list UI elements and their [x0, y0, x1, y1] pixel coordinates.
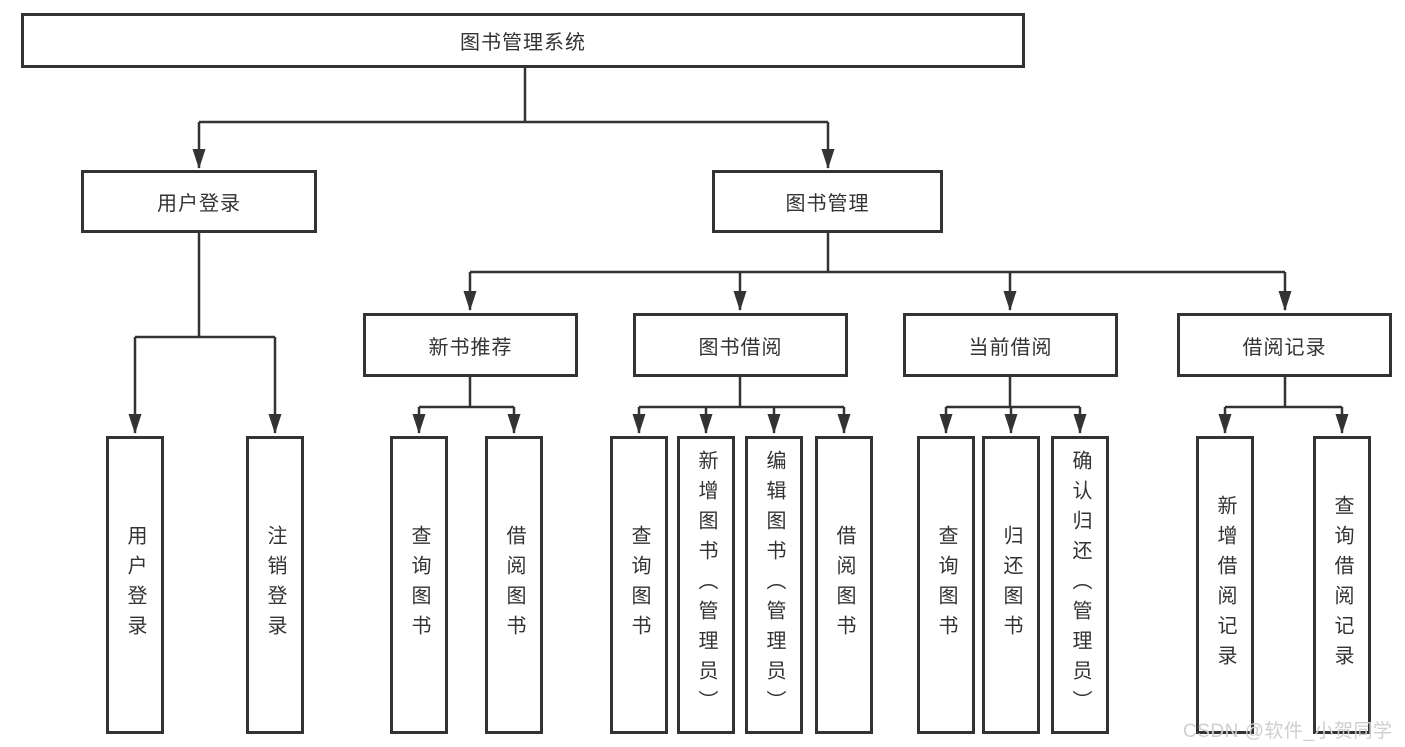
node-label: 查询图书: [408, 525, 430, 645]
node-library-management-system: 图书管理系统: [21, 13, 1025, 68]
node-label: 借阅图书: [503, 525, 525, 645]
node-label: 新增图书（管理员）: [695, 450, 717, 720]
connector-newbook-to-children: [412, 377, 521, 434]
node-user-login-leaf: 用户登录: [106, 436, 164, 734]
node-borrow-books-borrowing: 借阅图书: [815, 436, 873, 734]
node-label: 归还图书: [1000, 525, 1022, 645]
node-logout: 注销登录: [246, 436, 304, 734]
node-label: 新书推荐: [428, 336, 513, 359]
node-book-borrowing: 图书借阅: [633, 313, 848, 377]
node-label: 查询借阅记录: [1331, 495, 1353, 675]
connector-root-to-level2: [192, 68, 835, 169]
node-label: 图书借阅: [698, 336, 783, 359]
node-label: 新增借阅记录: [1214, 495, 1236, 675]
node-query-books-current: 查询图书: [917, 436, 975, 734]
node-query-borrow-record: 查询借阅记录: [1313, 436, 1371, 734]
connector-borrowing-to-children: [632, 377, 851, 434]
node-label: 借阅记录: [1242, 336, 1327, 359]
node-label: 图书管理系统: [460, 32, 586, 54]
node-label: 用户登录: [157, 193, 241, 215]
node-borrow-books-recommend: 借阅图书: [485, 436, 543, 734]
node-label: 查询图书: [935, 525, 957, 645]
node-label: 用户登录: [124, 525, 146, 645]
node-label: 注销登录: [264, 525, 286, 645]
node-return-books: 归还图书: [982, 436, 1040, 734]
connector-current-to-children: [939, 377, 1087, 434]
node-current-borrowing: 当前借阅: [903, 313, 1118, 377]
node-add-borrow-record: 新增借阅记录: [1196, 436, 1254, 734]
csdn-watermark: CSDN @软件_小贺同学: [1183, 721, 1393, 742]
node-label: 当前借阅: [968, 336, 1053, 359]
node-borrowing-records: 借阅记录: [1177, 313, 1392, 377]
node-label: 查询图书: [628, 525, 650, 645]
connector-bookmgmt-to-level3: [463, 233, 1292, 311]
connector-userlogin-to-children: [128, 233, 282, 434]
node-label: 编辑图书（管理员）: [763, 450, 785, 720]
node-new-book-recommendation: 新书推荐: [363, 313, 578, 377]
node-book-management: 图书管理: [712, 170, 943, 233]
node-confirm-return-admin: 确认归还（管理员）: [1051, 436, 1109, 734]
node-label: 借阅图书: [833, 525, 855, 645]
node-edit-books-admin: 编辑图书（管理员）: [745, 436, 803, 734]
node-query-books-borrowing: 查询图书: [610, 436, 668, 734]
node-user-login: 用户登录: [81, 170, 317, 233]
connector-records-to-children: [1218, 377, 1349, 434]
node-label: 图书管理: [785, 193, 870, 215]
node-add-books-admin: 新增图书（管理员）: [677, 436, 735, 734]
node-label: 确认归还（管理员）: [1069, 450, 1091, 720]
node-query-books-recommend: 查询图书: [390, 436, 448, 734]
